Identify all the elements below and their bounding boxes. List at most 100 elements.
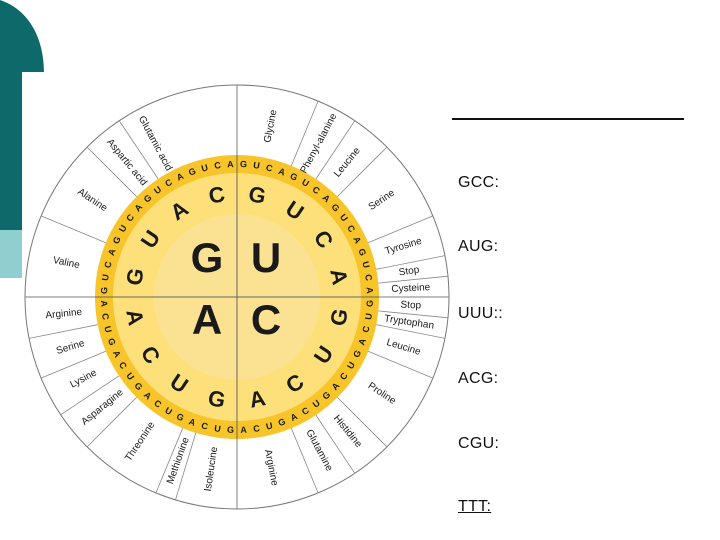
amino-acid-sector-divider [290,428,319,494]
question-acg: ACG: [458,370,499,387]
amino-acid-sector-divider [40,350,106,379]
third-letter-a: A [365,287,375,294]
answer-header-rule [452,118,684,120]
third-letter-a: A [106,247,118,257]
third-letter-g: G [320,389,332,401]
third-letter-a: A [240,425,247,435]
third-letter-g: G [132,380,144,392]
amino-acid-sector-divider [315,414,356,474]
third-letter-u: U [300,177,311,189]
third-letter-u: U [124,371,136,382]
third-letter-c: C [265,162,274,173]
question-aug: AUG: [458,238,499,255]
amino-acid-sector-divider [86,146,137,197]
third-letter-u: U [311,398,322,410]
third-letter-a: A [289,411,300,423]
third-letter-g: G [99,287,109,294]
amino-acid-label: Arginine [45,307,83,322]
second-letter-g: G [325,306,353,328]
amino-acid-sector-divider [376,255,445,270]
third-letter-a: A [227,159,234,169]
third-letter-a: A [187,416,197,428]
third-letter-g: G [227,425,234,435]
third-letter-g: G [240,159,247,169]
question-ttt: TTT: [458,498,492,515]
accent-dark-band [0,0,44,230]
third-letter-g: G [351,348,363,359]
amino-acid-sector-divider [40,215,106,244]
third-letter-a: A [175,171,186,183]
center-letter-u: U [251,234,281,281]
amino-acid-sector-divider [175,432,197,501]
third-letter-u: U [163,405,174,417]
amino-acid-sector-divider [86,397,137,448]
third-letter-g: G [111,235,123,246]
amino-acid-sector-divider [376,324,445,339]
third-letter-u: U [200,162,209,173]
third-letter-c: C [152,398,164,410]
amino-acid-label: Stop [398,264,420,278]
third-letter-c: C [360,324,371,333]
third-letter-a: A [99,300,109,307]
question-cgu: CGU: [458,435,500,452]
amino-acid-label: Valine [52,255,81,271]
center-letter-g: G [191,234,224,281]
third-letter-a: A [351,235,363,246]
second-letter-g: G [121,266,149,288]
third-letter-u: U [152,184,163,196]
amino-acid-sector-divider [60,375,120,416]
third-letter-g: G [365,300,375,307]
third-letter-c: C [100,313,111,321]
center-letter-c: C [251,296,281,343]
amino-acid-sector-divider [368,350,434,379]
third-letter-c: C [124,212,136,224]
third-letter-c: C [200,420,209,431]
amino-acid-sector-divider [378,310,449,319]
third-letter-g: G [187,166,197,178]
third-letter-u: U [100,274,111,282]
question-uuu: UUU:: [458,305,504,322]
second-letter-a: A [247,385,268,413]
third-letter-g: G [288,171,299,183]
third-letter-g: G [356,247,368,257]
third-letter-g: G [329,202,341,214]
third-letter-c: C [338,370,350,382]
third-letter-u: U [265,420,274,431]
third-letter-c: C [311,184,323,196]
second-letter-c: C [206,181,227,209]
third-letter-u: U [345,360,357,371]
third-letter-c: C [253,423,261,434]
third-letter-u: U [117,223,129,234]
center-letter-a: A [192,296,222,343]
amino-acid-sector-divider [368,215,434,244]
third-letter-a: A [321,193,333,205]
third-letter-u: U [253,160,261,171]
third-letter-g: G [277,416,287,428]
amino-acid-sector-divider [337,397,388,448]
second-letter-a: A [121,307,149,328]
third-letter-c: C [363,274,374,282]
second-letter-a: A [325,266,353,287]
third-letter-g: G [142,192,154,204]
amino-acid-sector-divider [29,324,98,339]
third-letter-a: A [277,166,287,178]
amino-acid-sector-divider [378,275,449,284]
third-letter-a: A [356,337,368,347]
second-letter-g: G [246,181,268,209]
third-letter-c: C [345,223,357,234]
third-letter-c: C [214,160,222,171]
third-letter-c: C [163,177,174,189]
third-letter-c: C [102,260,113,269]
slide-accent-shape [0,0,44,278]
third-letter-a: A [133,202,145,214]
third-letter-c: C [117,360,129,371]
third-letter-a: A [330,380,342,392]
amino-acid-sector-divider [337,146,388,197]
third-letter-u: U [214,423,222,434]
question-gcc: GCC: [458,174,500,191]
amino-acid-sector-divider [118,120,159,180]
amino-acid-sector-divider [155,428,184,494]
amino-acid-label: Cysteine [391,282,431,295]
third-letter-u: U [360,260,371,269]
third-letter-g: G [106,337,118,347]
